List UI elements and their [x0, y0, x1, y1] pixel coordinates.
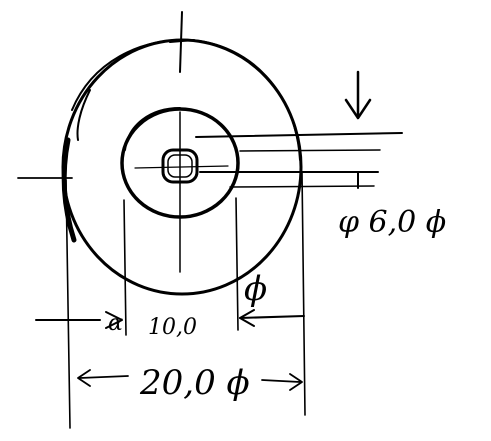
outer-dimension-label: 20,0 ϕ — [139, 363, 250, 403]
inner-mark-left: α — [108, 311, 123, 336]
inner-dimension-label: 10,0 — [148, 315, 197, 340]
center-lines — [17, 11, 229, 273]
inner-mark-right: ϕ — [244, 269, 267, 309]
outer-dimension-line — [77, 369, 303, 391]
extension-lines — [65, 171, 306, 429]
inner-dimension-line — [35, 309, 305, 329]
bore-leader — [195, 70, 403, 189]
bore-dimension-label: φ 6,0 ϕ — [338, 205, 446, 240]
